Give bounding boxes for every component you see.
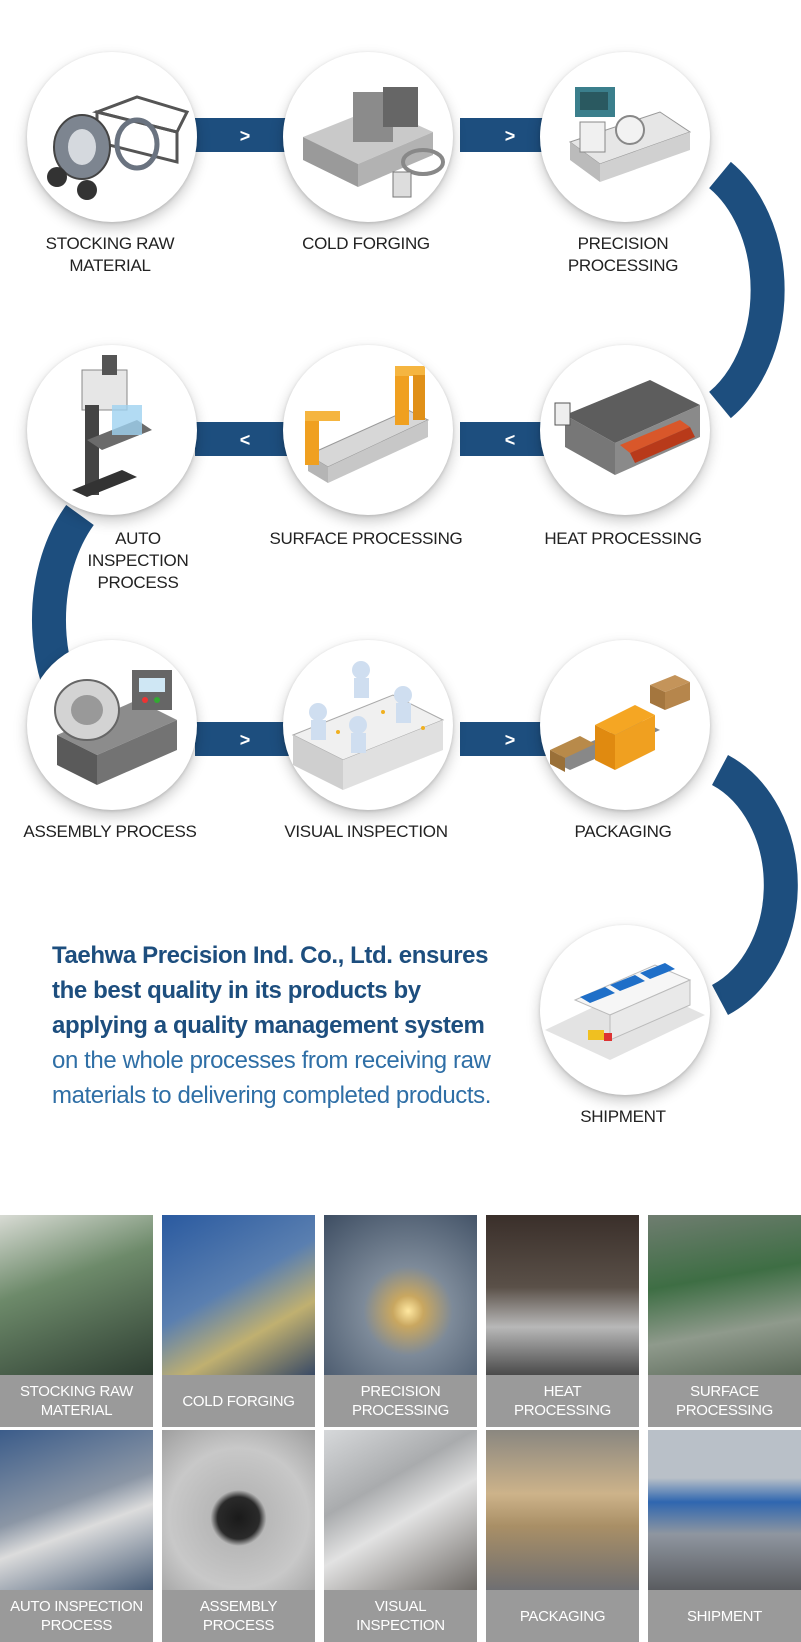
furnace-conveyor-icon [540, 345, 710, 515]
press-machine-icon [27, 640, 197, 810]
inspection-workers-icon [283, 640, 453, 810]
photo-image [162, 1215, 315, 1375]
wire-coil-cart-icon [27, 52, 197, 222]
quality-statement: Taehwa Precision Ind. Co., Ltd. ensures … [52, 938, 532, 1113]
process-flow-diagram: > > < < > > [23, 52, 798, 1126]
photo-caption: SHIPMENT [648, 1590, 801, 1642]
quality-statement-line: on the whole processes from receiving ra… [52, 1047, 491, 1074]
quality-statement-line: applying a quality management system [52, 1012, 485, 1039]
photo-caption: PACKAGING [486, 1590, 639, 1642]
arrow-right-icon: > [505, 126, 516, 146]
connector-bar [195, 722, 295, 756]
photo-packaging: PACKAGING [486, 1430, 639, 1642]
step-label-cold-forging: COLD FORGING [302, 234, 430, 253]
photo-image [324, 1215, 477, 1375]
step-label-shipment: SHIPMENT [580, 1107, 666, 1126]
photo-image [486, 1430, 639, 1590]
arrow-left-icon: < [505, 430, 516, 450]
connector-bar [195, 118, 295, 152]
photo-image [486, 1215, 639, 1375]
connector-arc [708, 161, 785, 419]
photo-image [0, 1215, 153, 1375]
step-label-heat-processing: HEAT PROCESSING [544, 529, 702, 548]
plating-line-icon [283, 345, 453, 515]
connector-arc [711, 755, 798, 1015]
arrow-right-icon: > [240, 730, 251, 750]
photo-cold-forging: COLD FORGING [162, 1215, 315, 1427]
arrow-right-icon: > [240, 126, 251, 146]
photo-image [324, 1430, 477, 1590]
step-label-assembly-process: ASSEMBLY PROCESS [23, 822, 197, 841]
quality-statement-line: the best quality in its products by [52, 977, 421, 1004]
arrow-right-icon: > [505, 730, 516, 750]
quality-statement-line: materials to delivering completed produc… [52, 1082, 492, 1109]
box-conveyor-icon [540, 640, 710, 810]
photo-image [0, 1430, 153, 1590]
photo-image [162, 1430, 315, 1590]
warehouse-truck-icon [540, 925, 710, 1095]
quality-statement-line: Taehwa Precision Ind. Co., Ltd. ensures [52, 942, 489, 969]
photo-image [648, 1430, 801, 1590]
step-label-packaging: PACKAGING [574, 822, 672, 841]
step-label-surface-processing: SURFACE PROCESSING [269, 529, 463, 548]
photo-shipment: SHIPMENT [648, 1430, 801, 1642]
drill-press-icon [27, 345, 197, 515]
step-label-visual-inspection: VISUAL INSPECTION [284, 822, 448, 841]
photo-caption: COLD FORGING [162, 1375, 315, 1427]
connector-bar [195, 422, 295, 456]
forging-machine-icon [283, 52, 453, 222]
photo-image [648, 1215, 801, 1375]
lathe-machine-icon [540, 52, 710, 222]
arrow-left-icon: < [240, 430, 251, 450]
